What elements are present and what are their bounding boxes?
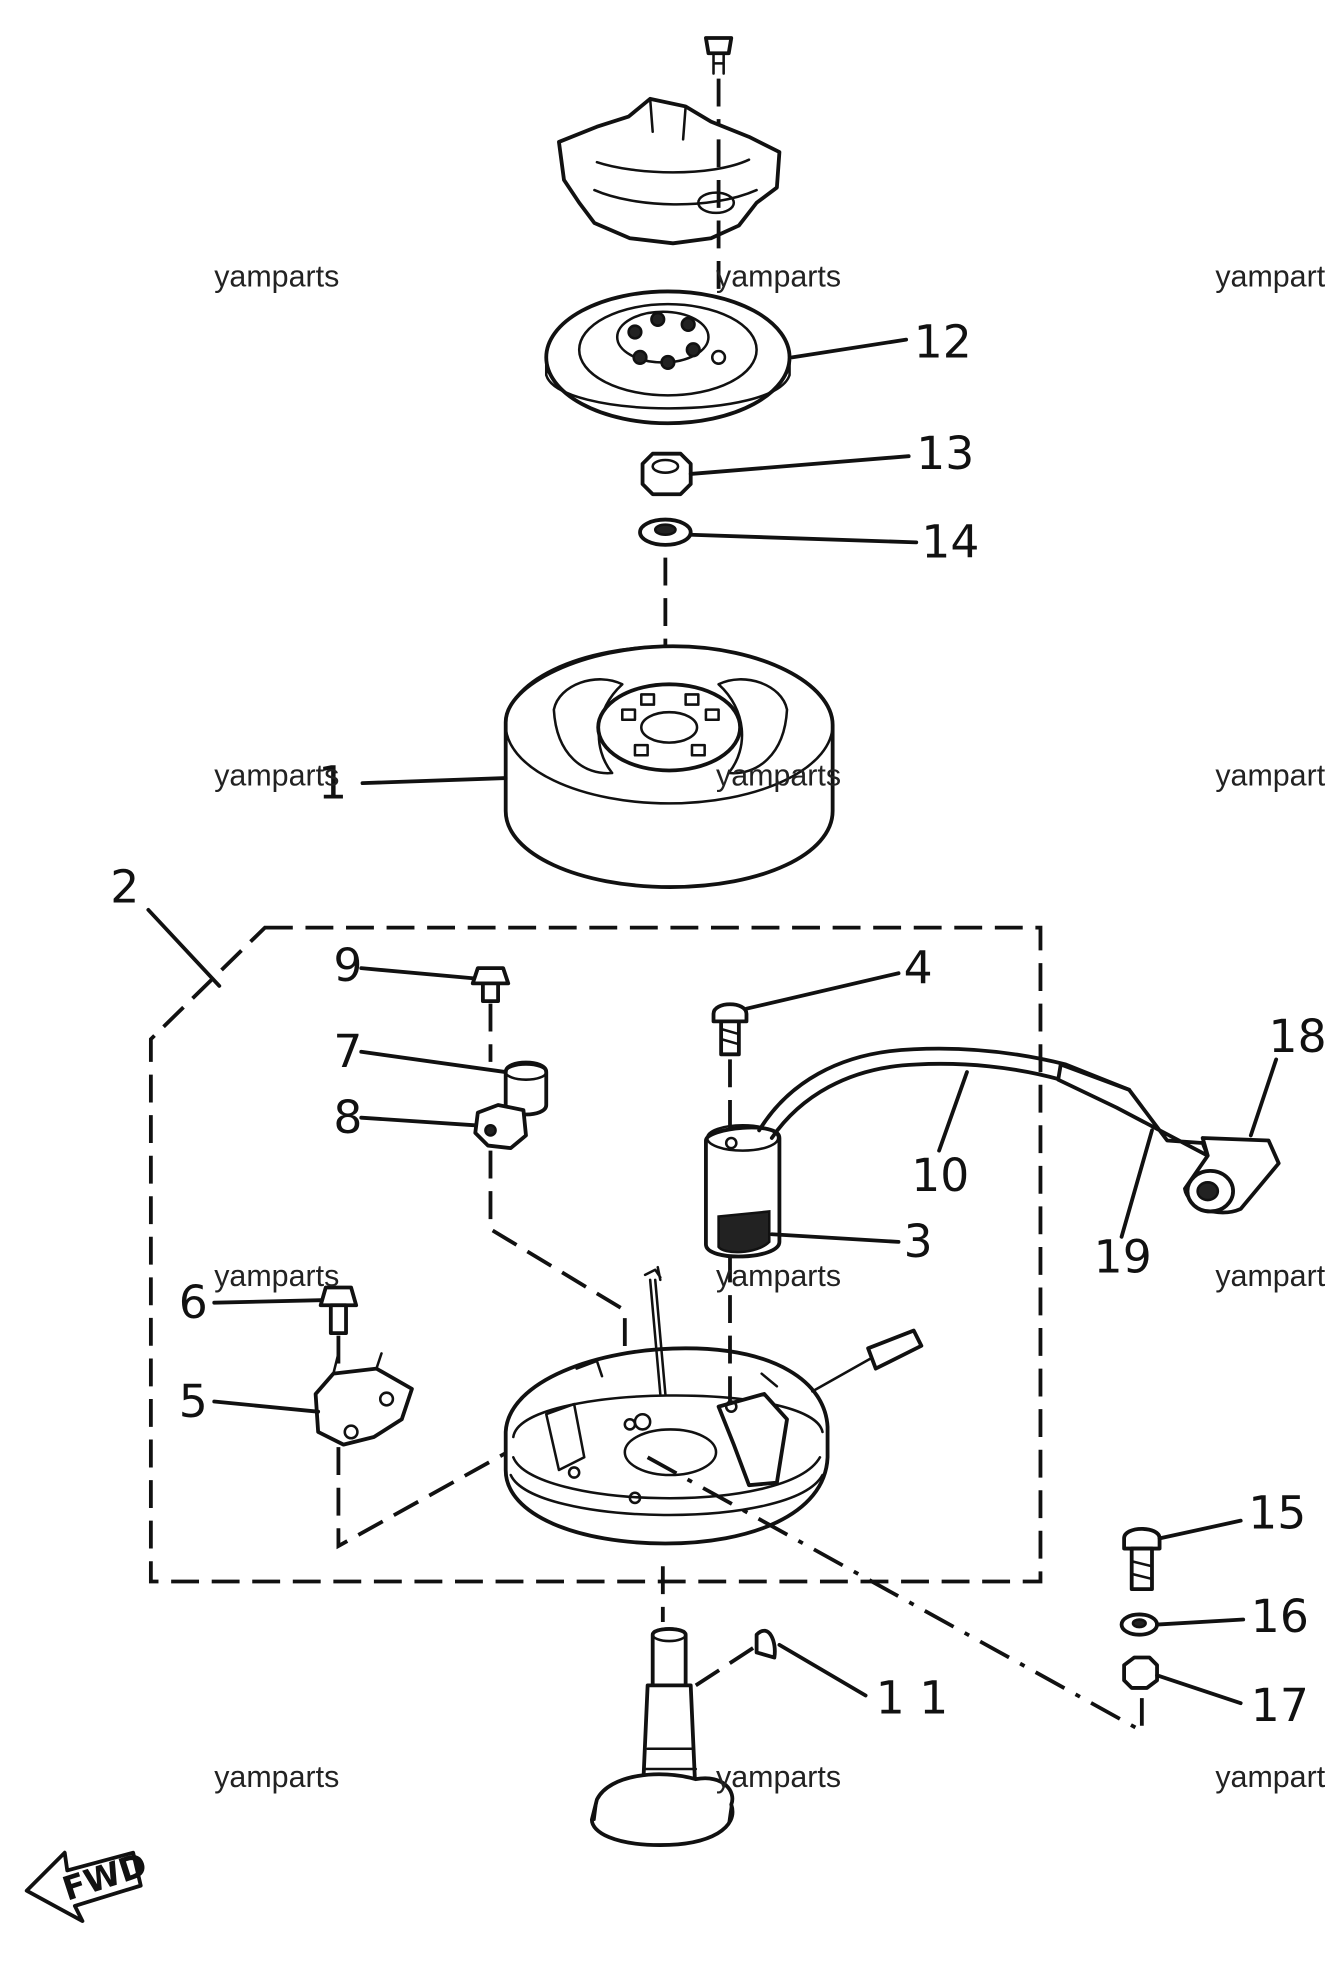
watermark: yamparts [214,259,339,293]
callout-7: 7 [333,1025,362,1078]
watermark: yamparts [716,1259,841,1293]
watermark: yampart [1215,1760,1325,1794]
watermarks: yamparts yamparts yampart yamparts yampa… [214,259,1325,1793]
stator-base-plate [503,1254,1144,1735]
part-15-bolt [1122,1518,1243,1591]
callout-2: 2 [110,860,139,913]
watermark: yampart [1215,259,1325,293]
callout-1: 1 [318,756,347,809]
part-5-pulser [212,1352,522,1550]
callout-11: 1 1 [876,1671,949,1724]
callout-16: 16 [1251,1590,1309,1643]
part-12-plate [544,289,909,426]
part-2-assembly-boundary [146,907,1043,1584]
part-6-screw [212,1285,359,1369]
callout-8: 8 [333,1091,362,1144]
callout-13: 13 [916,427,974,480]
part-3-ignition-coil [704,1124,901,1259]
callout-14: 14 [921,516,979,569]
top-screw [704,36,734,127]
watermark: yamparts [716,759,841,793]
watermark: yamparts [214,759,339,793]
callout-4: 4 [904,941,933,994]
callout-3: 3 [904,1215,933,1268]
watermark: yampart [1215,759,1325,793]
callout-6: 6 [179,1276,208,1329]
part-7-coil [359,1049,549,1117]
part-1-flywheel [360,644,835,889]
part-19-sleeve [1056,1062,1210,1239]
watermark: yamparts [716,259,841,293]
callout-17: 17 [1251,1679,1309,1732]
crankshaft [589,1627,735,1847]
callout-labels: 1 2 3 4 5 6 7 8 9 10 1 1 12 13 14 15 16 … [110,315,1326,1732]
watermark: yamparts [716,1760,841,1794]
callout-19: 19 [1094,1230,1152,1283]
callout-15: 15 [1248,1486,1306,1539]
watermark: yamparts [214,1259,339,1293]
callout-12: 12 [914,315,972,368]
part-11-key [694,1628,868,1698]
watermark: yampart [1215,1259,1325,1293]
part-18-plug-cap [1183,1057,1281,1215]
callout-18: 18 [1269,1010,1327,1063]
part-4-screw [711,971,901,1128]
part-13-nut [640,451,911,497]
callout-9: 9 [333,939,362,992]
part-10-high-tension-lead [757,1046,1132,1153]
callout-10: 10 [911,1149,969,1202]
callout-5: 5 [179,1375,208,1428]
watermark: yamparts [214,1760,339,1794]
part-17-nut [1122,1655,1243,1706]
part-16-washer [1119,1612,1246,1637]
fwd-arrow-icon: FWD [24,1845,152,1924]
part-9-screw [359,966,511,1062]
fwd-label: FWD [58,1845,152,1909]
